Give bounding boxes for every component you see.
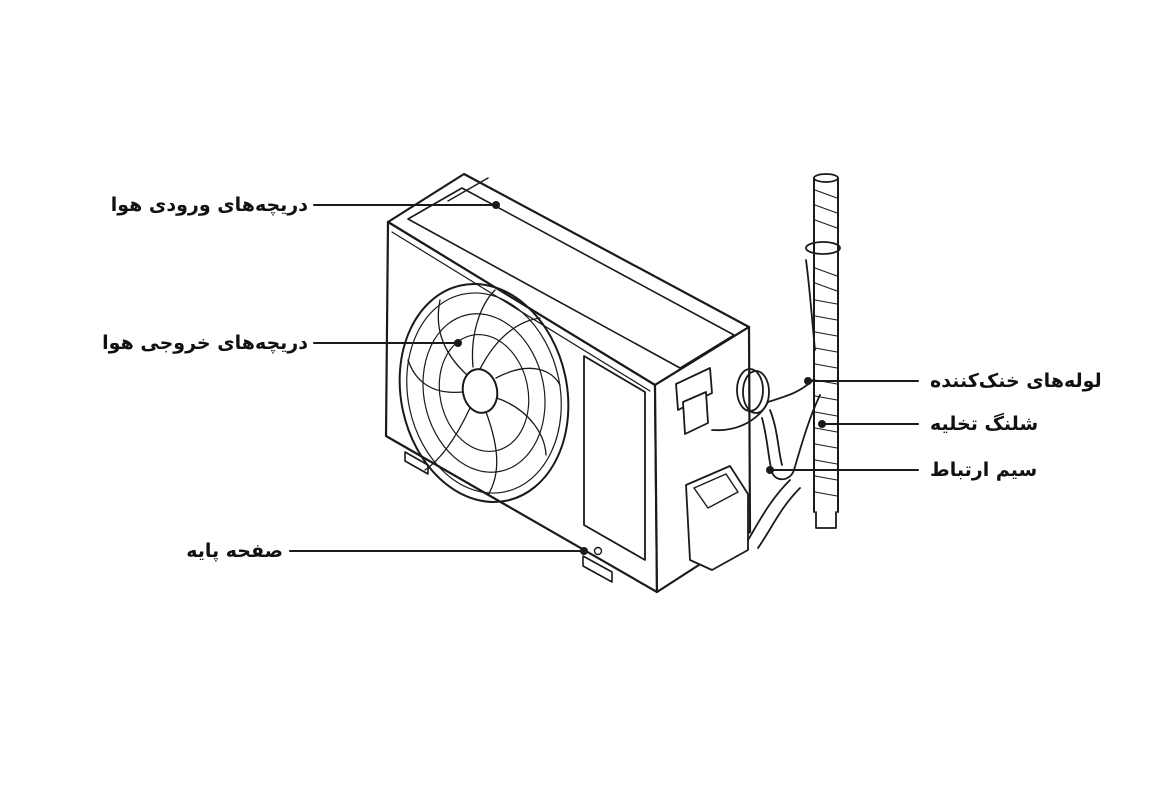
label-refrigerant-pipes: لوله‌های خنک‌کننده: [930, 370, 1102, 392]
label-air-outlet: دریچه‌های خروجی هوا: [102, 332, 308, 354]
base-plate-bolt: [593, 546, 603, 556]
wire-cover: [685, 465, 749, 571]
fan-grille: [398, 283, 570, 503]
base-plate-foot: [582, 555, 613, 583]
service-valves: [675, 367, 749, 571]
leader-lines: [289, 201, 919, 555]
pipe-clamp: [805, 241, 841, 255]
foot-left: [404, 451, 429, 475]
label-base-plate: صفحه پایه: [186, 540, 283, 562]
air-inlet-grille: [407, 187, 735, 369]
label-air-inlet: دریچه‌های ورودی هوا: [110, 194, 308, 216]
service-panel: [583, 355, 646, 561]
label-drain-hose: شلنگ تخلیه: [930, 413, 1039, 435]
fan-hub: [461, 368, 499, 414]
label-connecting-wire: سیم ارتباط: [930, 459, 1038, 481]
pipe-bundle: [805, 173, 841, 529]
